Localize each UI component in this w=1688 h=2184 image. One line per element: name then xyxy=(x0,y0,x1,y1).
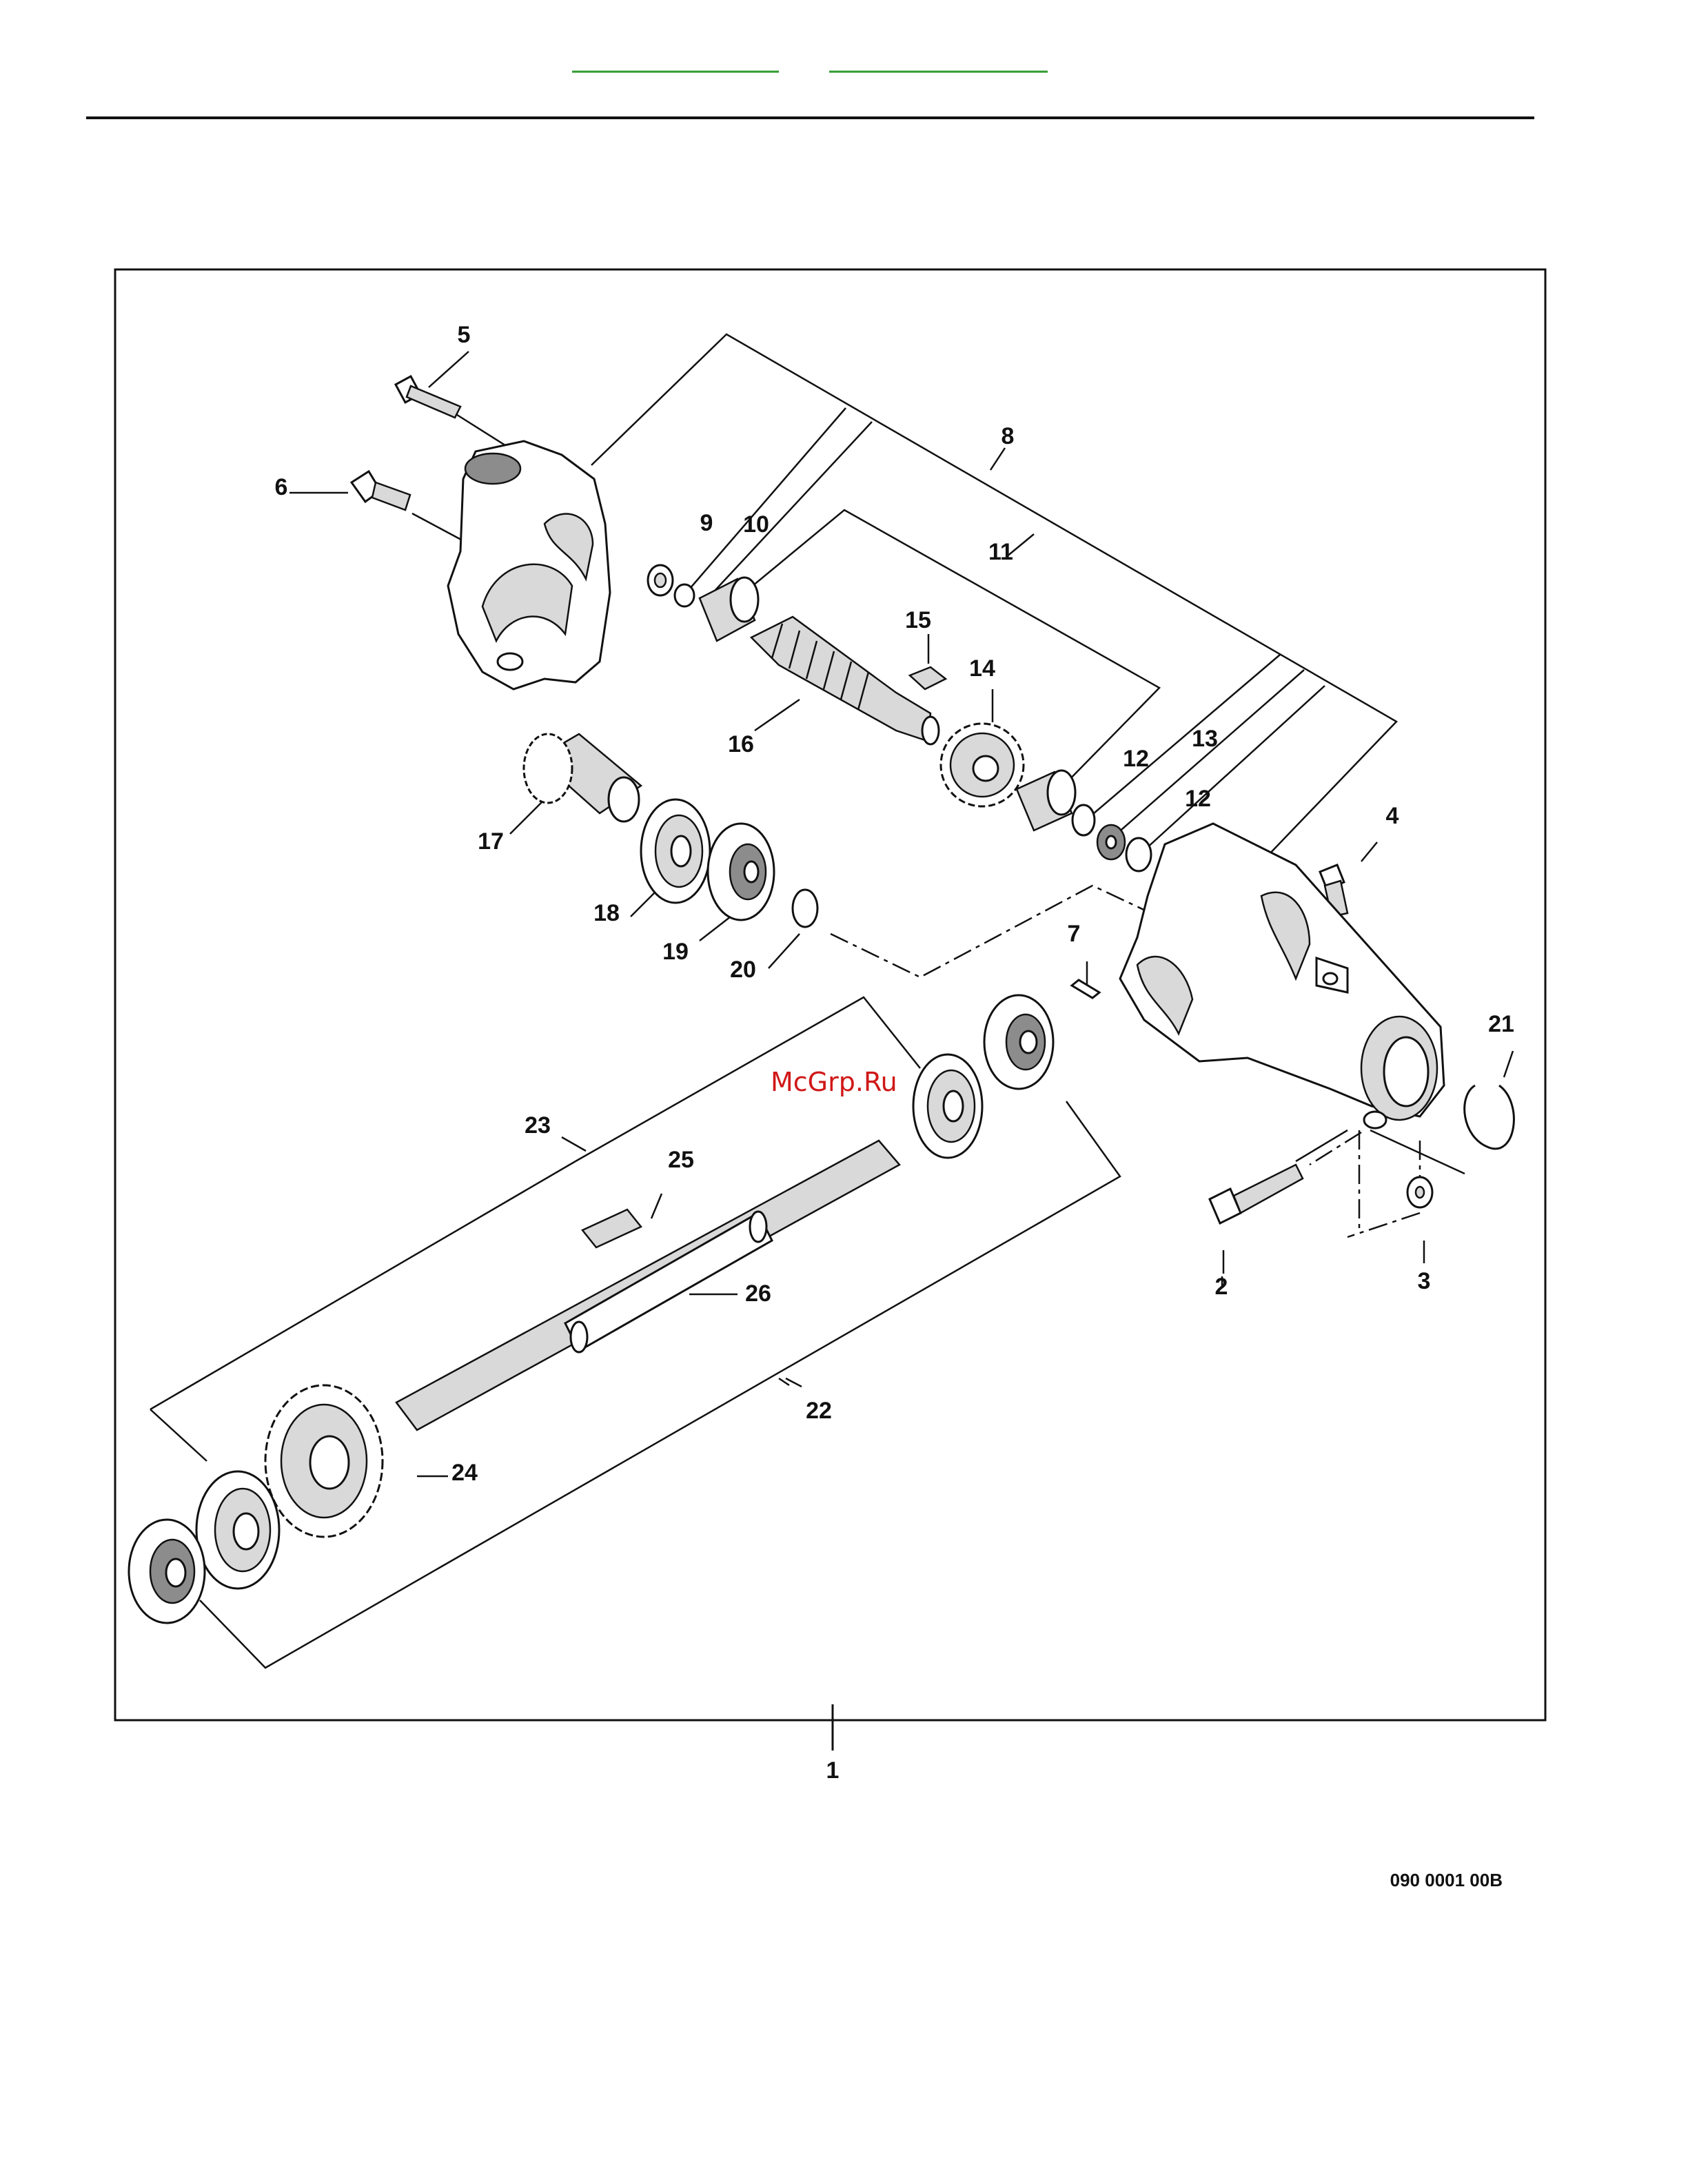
callout-9: 9 xyxy=(700,510,713,536)
callout-22: 22 xyxy=(806,1398,832,1424)
seal-upper-icon xyxy=(984,995,1053,1089)
ring-10-icon xyxy=(675,584,694,606)
circlip-21-icon xyxy=(1465,1085,1514,1149)
bearing-upper-icon xyxy=(913,1054,982,1158)
callout-23: 23 xyxy=(525,1112,551,1139)
bearing-18-icon xyxy=(641,799,710,903)
callout-14: 14 xyxy=(969,655,995,682)
gear-24-icon xyxy=(265,1385,383,1537)
callout-1: 1 xyxy=(826,1757,840,1784)
watermark: McGrp.Ru xyxy=(771,1067,897,1097)
bolt-6-icon xyxy=(352,471,410,510)
callout-12a: 12 xyxy=(1123,746,1149,772)
callout-26: 26 xyxy=(745,1280,771,1307)
washer-12b-icon xyxy=(1126,838,1151,871)
callout-11: 11 xyxy=(988,539,1013,565)
callout-15: 15 xyxy=(905,607,931,633)
callout-2: 2 xyxy=(1215,1274,1228,1300)
callout-24: 24 xyxy=(451,1460,478,1486)
pin-7-icon xyxy=(1072,980,1099,998)
upper-housing-icon xyxy=(448,441,610,689)
seal-19-icon xyxy=(708,824,774,920)
callout-16: 16 xyxy=(728,731,754,757)
callout-17: 17 xyxy=(478,828,504,855)
bushing-12-icon xyxy=(1017,770,1075,830)
callout-3: 3 xyxy=(1418,1268,1431,1294)
parts-artwork xyxy=(129,376,1514,1623)
callout-7: 7 xyxy=(1068,921,1081,947)
shaft-26-icon xyxy=(396,1141,899,1430)
worm-shaft-16-icon xyxy=(751,617,939,744)
callout-10: 10 xyxy=(743,511,769,538)
bearing-lower-icon xyxy=(196,1471,279,1589)
callout-4: 4 xyxy=(1386,803,1399,829)
callout-25: 25 xyxy=(668,1147,694,1173)
callout-18: 18 xyxy=(593,900,620,926)
callout-21: 21 xyxy=(1488,1011,1514,1037)
bolt-5-icon xyxy=(396,376,460,418)
pinion-17-icon xyxy=(524,734,641,821)
callout-13: 13 xyxy=(1192,726,1218,752)
callout-8: 8 xyxy=(1001,423,1015,449)
callout-12b: 12 xyxy=(1185,786,1211,812)
circlip-20-icon xyxy=(793,890,817,927)
callout-6: 6 xyxy=(275,474,288,500)
callout-19: 19 xyxy=(662,939,689,965)
gear-14-icon xyxy=(941,724,1024,806)
bushing-11-icon xyxy=(700,578,758,641)
key-25-icon xyxy=(582,1210,641,1247)
seal-lower-icon xyxy=(129,1520,205,1623)
main-housing-icon xyxy=(1120,824,1444,1128)
callout-5: 5 xyxy=(458,322,471,348)
washer-12-icon xyxy=(1072,805,1095,835)
callout-20: 20 xyxy=(730,957,756,983)
figure-code: 090 0001 00B xyxy=(1390,1870,1503,1890)
key-15-icon xyxy=(910,667,946,689)
bolt-2-icon xyxy=(1210,1165,1303,1223)
